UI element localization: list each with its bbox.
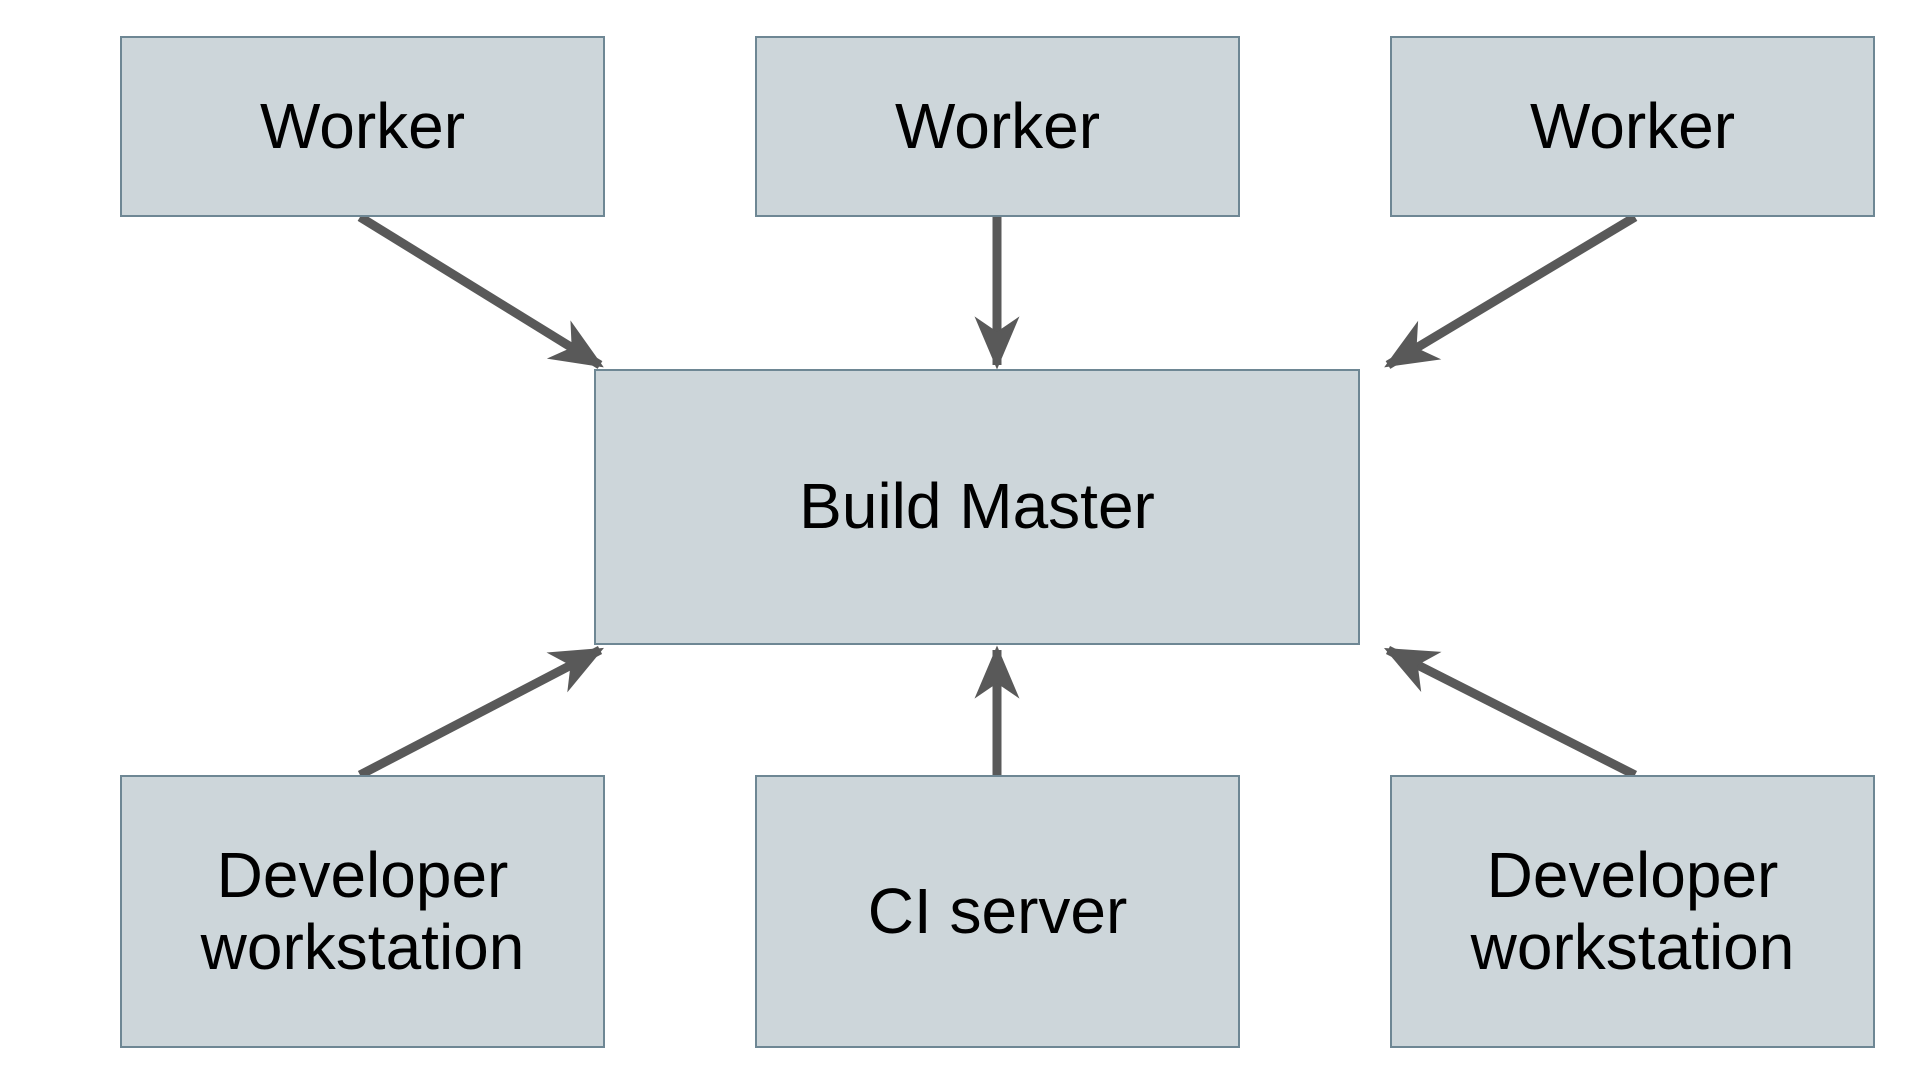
node-label: Worker bbox=[1529, 89, 1736, 162]
node-label: Developer workstation bbox=[1470, 838, 1795, 983]
edge-worker3-to-master bbox=[1384, 213, 1638, 369]
node-worker-3[interactable]: Worker bbox=[1390, 36, 1875, 217]
node-developer-workstation-left[interactable]: Developer workstation bbox=[120, 775, 605, 1048]
node-label: Build Master bbox=[799, 470, 1155, 543]
node-worker-1[interactable]: Worker bbox=[120, 36, 605, 217]
node-label: Developer workstation bbox=[200, 838, 525, 983]
node-worker-2[interactable]: Worker bbox=[755, 36, 1240, 217]
node-label: Worker bbox=[259, 89, 466, 162]
edge-devleft-to-master bbox=[357, 646, 604, 779]
edge-worker1-to-master bbox=[357, 213, 604, 369]
node-label: Worker bbox=[894, 89, 1101, 162]
node-label: CI server bbox=[867, 874, 1128, 947]
edge-devright-to-master bbox=[1383, 645, 1638, 780]
node-build-master[interactable]: Build Master bbox=[594, 369, 1360, 645]
node-developer-workstation-right[interactable]: Developer workstation bbox=[1390, 775, 1875, 1048]
node-ci-server[interactable]: CI server bbox=[755, 775, 1240, 1048]
